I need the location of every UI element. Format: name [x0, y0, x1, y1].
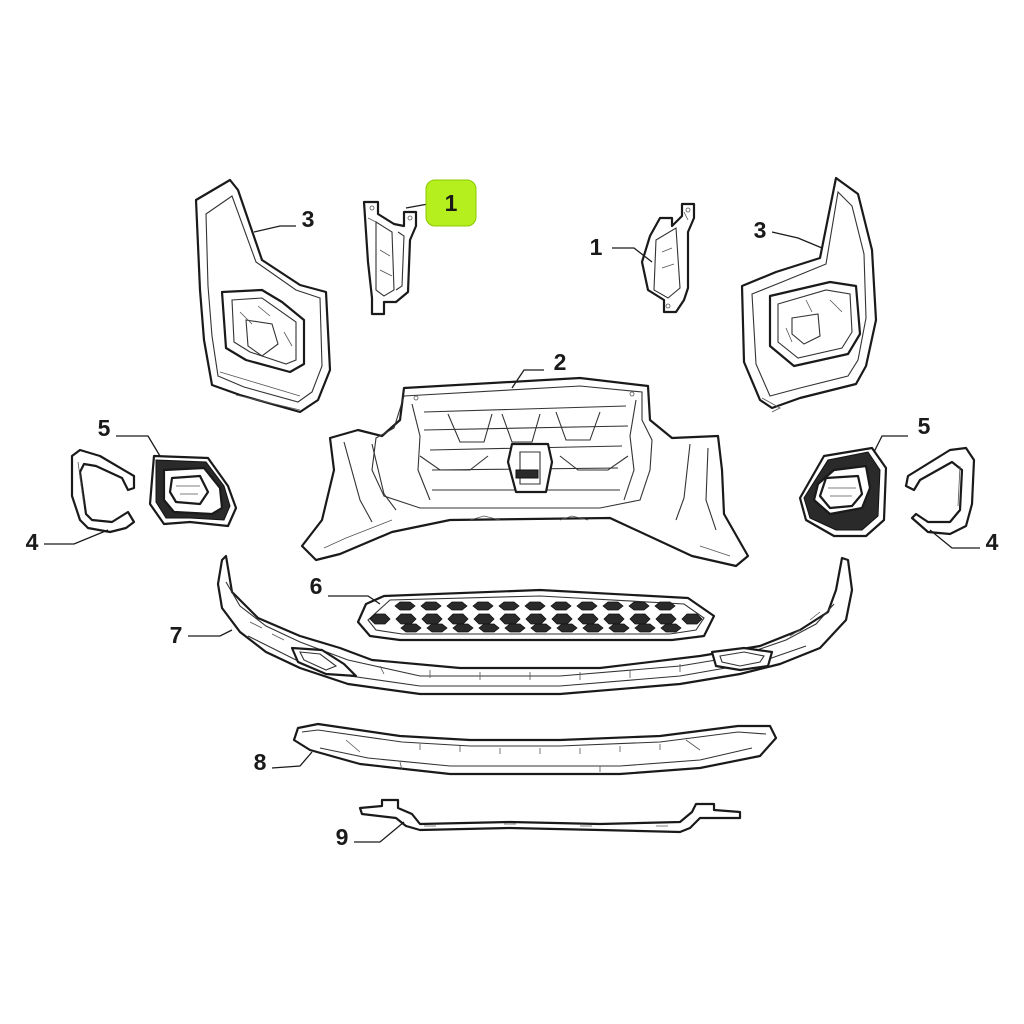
- callout-7[interactable]: 7: [170, 622, 183, 648]
- part-8-skid-plate[interactable]: [292, 722, 778, 776]
- callout-3-left[interactable]: 3: [302, 206, 315, 232]
- callout-5-left[interactable]: 5: [98, 415, 111, 441]
- grille-cell: [420, 601, 442, 611]
- leader-lines: [44, 203, 980, 843]
- grille-cell: [369, 613, 391, 625]
- part-4-left-fog-trim[interactable]: [70, 448, 136, 534]
- grille-cell: [472, 601, 494, 611]
- part-5-left-fog-bezel[interactable]: [148, 454, 238, 528]
- part-3-right-corner-cap[interactable]: [740, 176, 878, 413]
- grille-cell: [504, 623, 526, 633]
- grille-cell: [447, 613, 469, 625]
- part-6-grille[interactable]: [356, 588, 716, 642]
- callout-2[interactable]: 2: [554, 349, 567, 375]
- part-3-left-corner-cap[interactable]: [194, 178, 332, 414]
- callout-4-left[interactable]: 4: [26, 529, 39, 555]
- grille-cell: [634, 623, 656, 633]
- grille-cell: [603, 613, 625, 625]
- grille-cell: [629, 613, 651, 625]
- grille-cell: [628, 601, 650, 611]
- grille-cell: [681, 613, 703, 625]
- grille-cell: [394, 601, 416, 611]
- grille-cell: [576, 601, 598, 611]
- grille-cell: [556, 623, 578, 633]
- callout-5-right[interactable]: 5: [918, 413, 931, 439]
- grille-cell: [524, 601, 546, 611]
- grille-cell: [446, 601, 468, 611]
- grille-cell: [577, 613, 599, 625]
- grille-cell: [550, 601, 572, 611]
- part-7-lower-bumper[interactable]: [216, 554, 854, 696]
- grille-cell: [499, 613, 521, 625]
- grille-cell: [525, 613, 547, 625]
- grille-cell: [655, 613, 677, 625]
- part-5-right-fog-bezel[interactable]: [798, 446, 888, 538]
- grille-cell: [452, 623, 474, 633]
- callout-6[interactable]: 6: [310, 573, 323, 599]
- grille-cell: [608, 623, 630, 633]
- grille-cell: [421, 613, 443, 625]
- callout-1-right[interactable]: 1: [590, 234, 603, 260]
- grille-cell: [400, 623, 422, 633]
- callout-1-highlighted[interactable]: 1: [445, 190, 458, 216]
- grille-cell: [395, 613, 417, 625]
- grille-cell: [551, 613, 573, 625]
- grille-cell: [582, 623, 604, 633]
- callout-8[interactable]: 8: [254, 749, 267, 775]
- highlight-box: [425, 179, 477, 227]
- callout-9[interactable]: 9: [336, 824, 349, 850]
- grille-cell: [426, 623, 448, 633]
- part-1-left-bracket[interactable]: [362, 200, 418, 316]
- grille-cell: [660, 623, 682, 633]
- grille-cell: [602, 601, 624, 611]
- callout-4-right[interactable]: 4: [986, 529, 999, 555]
- grille-cell: [530, 623, 552, 633]
- part-9-reinforcement-bar[interactable]: [358, 798, 742, 834]
- callout-labels: 1 1 2 3 3 4 4 5 5 6 7 8 9: [26, 190, 999, 850]
- grille-cell: [654, 601, 676, 611]
- callout-3-right[interactable]: 3: [754, 217, 767, 243]
- grille-cell: [473, 613, 495, 625]
- part-4-right-fog-trim[interactable]: [904, 446, 976, 536]
- grille-cell: [478, 623, 500, 633]
- part-1-right-bracket[interactable]: [640, 202, 696, 314]
- part-2-front-bumper-cover[interactable]: [300, 376, 750, 568]
- grille-cell: [498, 601, 520, 611]
